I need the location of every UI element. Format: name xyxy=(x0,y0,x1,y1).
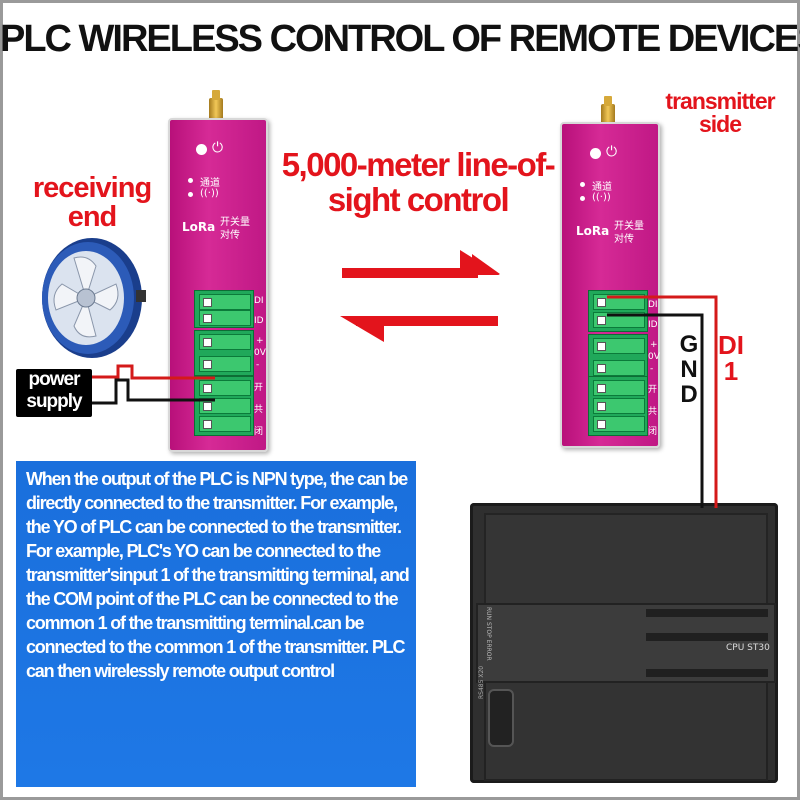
terminal-di xyxy=(593,294,645,310)
pin-id: ID xyxy=(648,320,658,330)
pin-close: 闭 xyxy=(254,427,264,437)
terminal-block-top xyxy=(194,290,254,328)
signal-led xyxy=(580,196,585,201)
receiver-module: ⏻ 通道 ((·)) LoRa 开关量对传 DI ID + 0V - 开 共 闭 xyxy=(168,118,268,452)
signal-icon: ((·)) xyxy=(592,192,611,203)
pin-open: 开 xyxy=(254,383,264,393)
plc-controller: CPU ST30 RUN STOP ERROR RS485 X20 xyxy=(470,503,778,783)
io-strip-bottom xyxy=(646,669,768,677)
channel-led xyxy=(580,182,585,187)
info-panel: When the output of the PLC is NPN type, … xyxy=(16,461,416,787)
terminal-id xyxy=(593,312,645,328)
range-label: 5,000-meter line-of-sight control xyxy=(281,146,556,218)
di1-label: DI1 xyxy=(718,330,744,386)
terminal-di xyxy=(199,294,251,310)
serial-port xyxy=(488,689,514,747)
left-antenna-icon xyxy=(209,90,223,120)
power-icon: ⏻ xyxy=(606,144,618,160)
signal-led xyxy=(188,192,193,197)
port-label: RS485 X20 xyxy=(478,665,485,699)
pin-common: 共 xyxy=(648,407,658,417)
plc-model-label: CPU ST30 xyxy=(726,643,770,653)
channel-label: 通道 xyxy=(592,182,612,193)
terminal-block-top xyxy=(588,290,648,332)
lora-logo: LoRa xyxy=(182,220,216,234)
axial-fan-icon xyxy=(42,238,146,358)
terminal-common xyxy=(199,398,251,414)
pin-di: DI xyxy=(648,300,658,310)
terminal-plus xyxy=(593,338,645,354)
module-type-label: 开关量对传 xyxy=(220,217,250,241)
signal-icon: ((·)) xyxy=(200,188,219,199)
terminal-common xyxy=(593,398,645,414)
terminal-block-power xyxy=(194,330,254,376)
pin-minus: - xyxy=(256,360,260,370)
channel-led xyxy=(188,178,193,183)
terminal-0v xyxy=(199,356,251,372)
terminal-block-power xyxy=(588,334,648,380)
pin-open: 开 xyxy=(648,385,658,395)
pin-0v: 0V xyxy=(254,348,266,358)
pin-id: ID xyxy=(254,316,264,326)
plc-top-cover xyxy=(484,513,768,605)
page-title: PLC WIRELESS CONTROL OF REMOTE DEVICES xyxy=(0,18,800,60)
plc-bottom-cover xyxy=(484,681,768,781)
power-led xyxy=(196,144,207,155)
terminal-block-relay xyxy=(194,376,254,436)
lora-logo: LoRa xyxy=(576,224,610,238)
module-type-label: 开关量对传 xyxy=(614,221,644,245)
pin-common: 共 xyxy=(254,405,264,415)
receiving-end-label: receiving end xyxy=(32,172,152,233)
pin-minus: - xyxy=(650,364,654,374)
pin-plus: + xyxy=(650,340,658,350)
terminal-close xyxy=(593,416,645,432)
power-supply-tag: power supply xyxy=(14,367,94,419)
pin-di: DI xyxy=(254,296,264,306)
info-text: When the output of the PLC is NPN type, … xyxy=(26,469,410,681)
terminal-open xyxy=(199,380,251,396)
pin-close: 闭 xyxy=(648,427,658,437)
channel-label: 通道 xyxy=(200,178,220,189)
pin-0v: 0V xyxy=(648,352,660,362)
transmitter-module: ⏻ 通道 ((·)) LoRa 开关量对传 DI ID + 0V - 开 共 闭 xyxy=(560,122,660,448)
terminal-block-relay xyxy=(588,376,648,436)
terminal-close xyxy=(199,416,251,432)
terminal-open xyxy=(593,380,645,396)
io-strip-top xyxy=(646,609,768,617)
plc-io-panel xyxy=(476,603,776,683)
power-icon: ⏻ xyxy=(212,140,224,156)
plc-status-label: RUN STOP ERROR xyxy=(485,607,492,661)
right-antenna-icon xyxy=(601,96,615,126)
transmitter-side-label: transmitter side xyxy=(665,88,775,137)
terminal-plus xyxy=(199,334,251,350)
pin-plus: + xyxy=(256,336,264,346)
gnd-label: GND xyxy=(679,331,699,408)
io-strip-middle xyxy=(646,633,768,641)
terminal-0v xyxy=(593,360,645,376)
power-led xyxy=(590,148,601,159)
terminal-id xyxy=(199,310,251,326)
